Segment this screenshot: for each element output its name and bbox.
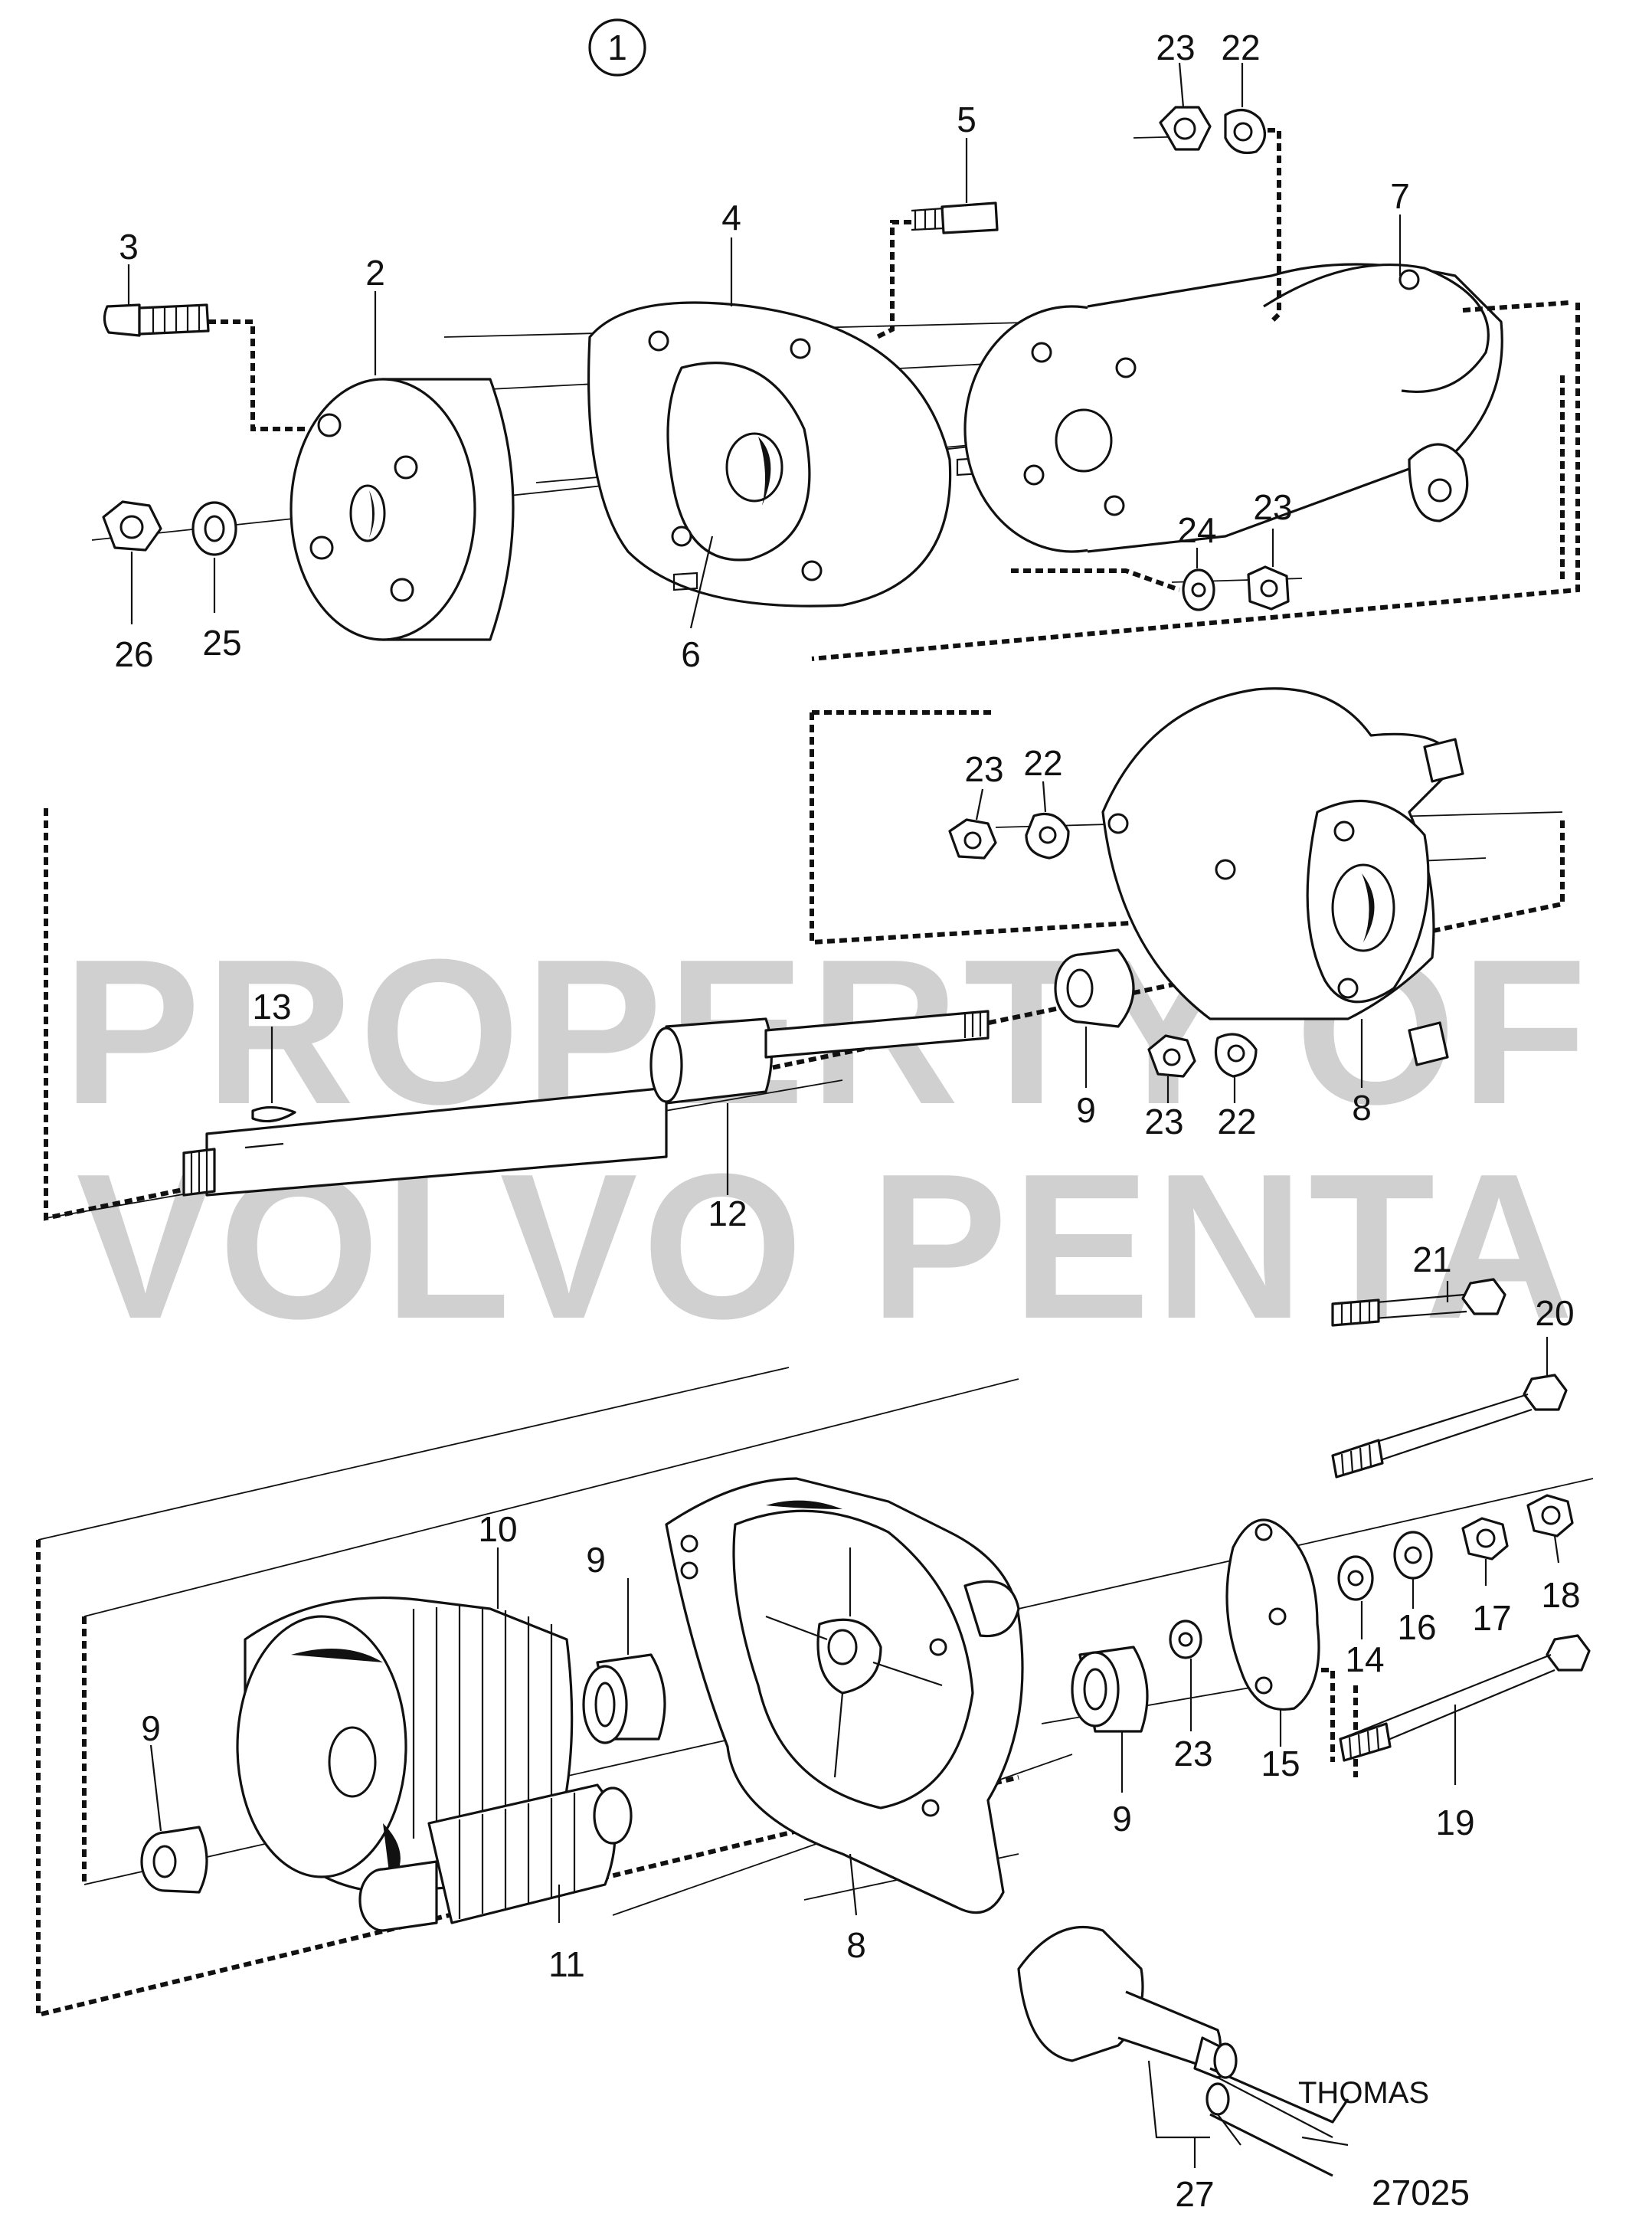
part-7-bracket [963, 263, 1503, 553]
top-assembly [91, 106, 1580, 661]
parts-23-24-bottom [1011, 565, 1290, 611]
callout-12: 12 [708, 1194, 747, 1233]
view-number: 1 [607, 28, 627, 67]
callout-13: 13 [252, 987, 291, 1027]
callout-3: 3 [119, 227, 139, 267]
part-14-washer [1337, 1555, 1374, 1601]
callout-7: 7 [1390, 176, 1410, 216]
part-9-bushing-right [1071, 1646, 1149, 1733]
callout-25: 25 [202, 623, 241, 663]
part-21-bolt [1331, 1278, 1506, 1327]
part-9-bushing-center [582, 1653, 666, 1744]
part-9-bushing-left [140, 1826, 208, 1894]
callout-22-top: 22 [1221, 28, 1260, 67]
part-16-washer [1393, 1531, 1433, 1580]
middle-assembly [44, 687, 1565, 1221]
callout-11: 11 [548, 1944, 585, 1984]
part-20-bolt [1331, 1374, 1568, 1479]
parts-22-23-mid-lower [1147, 1033, 1258, 1078]
callout-15: 15 [1261, 1744, 1300, 1783]
callout-20: 20 [1535, 1293, 1574, 1333]
callouts: 2 3 4 5 6 7 23 22 24 23 25 26 23 22 13 1… [114, 28, 1580, 2214]
part-9-bushing-mid [1054, 948, 1135, 1028]
callout-26: 26 [114, 634, 153, 674]
artist-signature: THOMAS [1298, 2076, 1429, 2110]
parts-25-26 [102, 500, 237, 556]
callout-22-mid-lower: 22 [1217, 1102, 1256, 1141]
callout-10: 10 [478, 1509, 517, 1549]
callout-9-mid: 9 [1076, 1090, 1096, 1130]
callout-23-top: 23 [1156, 28, 1195, 67]
part-2-drum [290, 378, 515, 641]
part-3-screw [103, 303, 306, 431]
part-11-gear [358, 1783, 633, 1932]
callout-9-left: 9 [141, 1708, 161, 1748]
callout-6: 6 [681, 634, 701, 674]
part-19-bolt [1339, 1634, 1591, 1762]
part-18-nut [1526, 1494, 1574, 1538]
part-23-washer-lower [1169, 1619, 1202, 1659]
callout-23-top-right: 23 [1253, 487, 1292, 527]
part-13-key [251, 1105, 296, 1123]
callout-16: 16 [1397, 1607, 1436, 1647]
callout-8-mid: 8 [1352, 1088, 1372, 1128]
callout-23-mid: 23 [964, 749, 1003, 789]
callout-24: 24 [1177, 510, 1216, 550]
callout-5: 5 [957, 100, 976, 139]
lower-assembly: THOMAS [36, 1278, 1594, 2177]
parts-22-23-mid-upper [948, 812, 1070, 860]
part-27-hose: THOMAS [1017, 1926, 1429, 2177]
callout-22-mid: 22 [1023, 743, 1062, 783]
callout-18: 18 [1541, 1575, 1580, 1615]
part-12-shaft [182, 1010, 990, 1197]
part-4-housing [587, 301, 982, 608]
part-15-flange [1225, 1518, 1335, 1762]
callout-2: 2 [365, 253, 385, 293]
part-8-pump-top [1101, 687, 1464, 1066]
callout-27: 27 [1175, 2174, 1214, 2214]
callout-21: 21 [1412, 1240, 1451, 1279]
callout-23-lower: 23 [1173, 1734, 1212, 1773]
callout-14: 14 [1345, 1639, 1384, 1679]
part-17-nut [1461, 1517, 1509, 1561]
part-8-pump-cover [665, 1477, 1024, 1914]
part-5-screw [875, 201, 999, 339]
callout-4: 4 [721, 198, 741, 237]
parts-22-23-top [1159, 106, 1281, 324]
callout-19: 19 [1435, 1803, 1474, 1842]
callout-8-lower: 8 [846, 1925, 866, 1965]
callout-23-mid-lower: 23 [1144, 1102, 1183, 1141]
view-number-badge: 1 [588, 18, 646, 77]
callout-9-center: 9 [586, 1540, 606, 1580]
drawing-number: 27025 [1372, 2173, 1470, 2212]
callout-17: 17 [1472, 1598, 1511, 1638]
part-10-gear [236, 1596, 574, 1894]
callout-9-right: 9 [1112, 1799, 1132, 1839]
